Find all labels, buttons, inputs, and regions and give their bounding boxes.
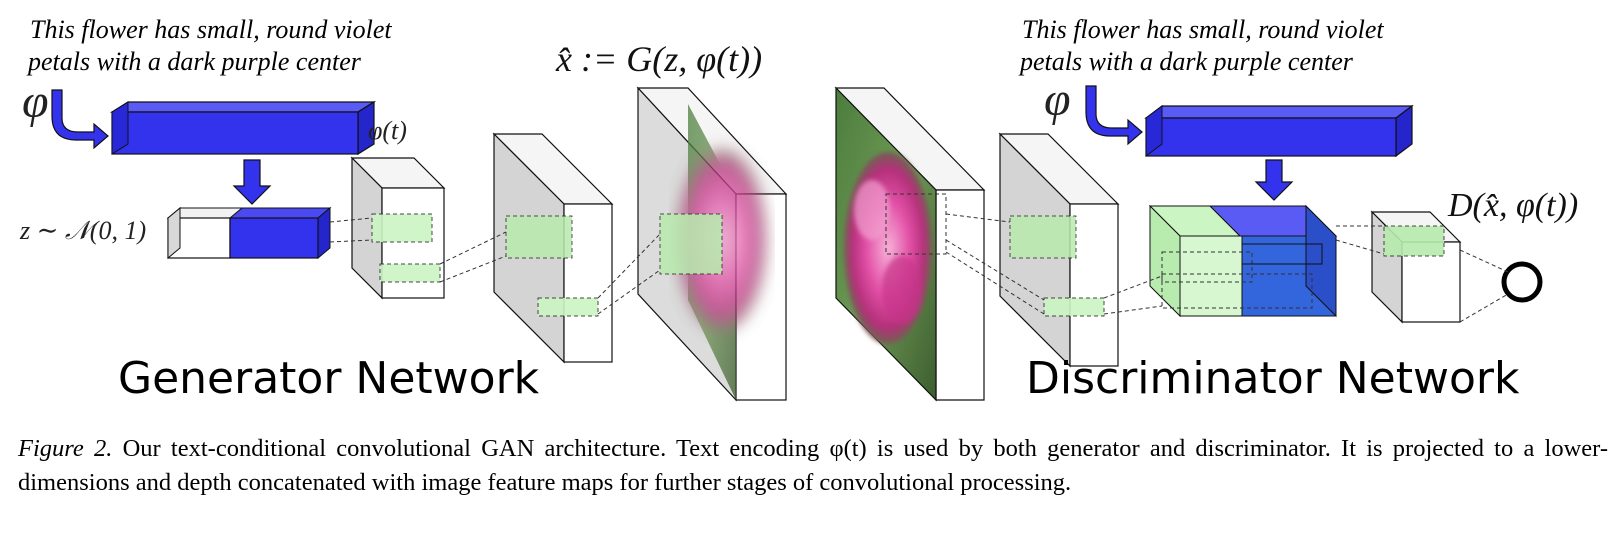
discriminator-output-formula: D(x̂, φ(t)) <box>1448 187 1579 224</box>
discriminator-input-image <box>834 86 986 402</box>
caption-prefix: Figure 2. <box>18 435 113 462</box>
noise-embedding-concat <box>166 206 332 260</box>
generated-image-slab <box>636 86 788 402</box>
figure-caption: Figure 2. Our text-conditional convoluti… <box>18 432 1608 500</box>
discriminator-phi-symbol: φ <box>1044 73 1071 126</box>
generator-network-label: Generator Network <box>118 353 540 404</box>
text-embedding-bar-generator <box>109 100 377 156</box>
caption-text: Our text-conditional convolutional GAN a… <box>18 435 1608 496</box>
noise-label: z ∼ 𝒩(0, 1) <box>20 216 147 245</box>
generator-phi-symbol: φ <box>22 75 49 128</box>
discriminator-connectors <box>945 213 1509 323</box>
down-arrow-generator <box>232 159 272 205</box>
discriminator-text-description-line-1: This flower has small, round violet <box>1022 15 1384 44</box>
generator-output-formula: x̂ := G(z, φ(t)) <box>556 39 763 79</box>
discriminator-text-description-line-2: petals with a dark purple center <box>1020 47 1353 76</box>
generator-block-2 <box>492 132 614 364</box>
generator-phi-t-label: φ(t) <box>368 116 407 145</box>
text-embedding-bar-discriminator <box>1144 104 1414 158</box>
generator-text-description-line-1: This flower has small, round violet <box>30 15 392 44</box>
discriminator-network-label: Discriminator Network <box>1026 353 1520 404</box>
generator-block-1 <box>350 156 446 300</box>
generator-connectors <box>329 217 661 315</box>
discriminator-block-1 <box>998 132 1120 368</box>
discriminator-block-final <box>1370 210 1462 324</box>
depth-concat-block <box>1148 204 1338 318</box>
generator-text-description-line-2: petals with a dark purple center <box>28 47 361 76</box>
phi-arrow-discriminator <box>1085 85 1143 146</box>
architecture-diagram <box>51 85 1543 402</box>
output-probability-node <box>1501 261 1543 303</box>
phi-arrow-generator <box>51 89 109 150</box>
down-arrow-discriminator <box>1254 159 1294 201</box>
real-flower-image <box>844 152 932 344</box>
